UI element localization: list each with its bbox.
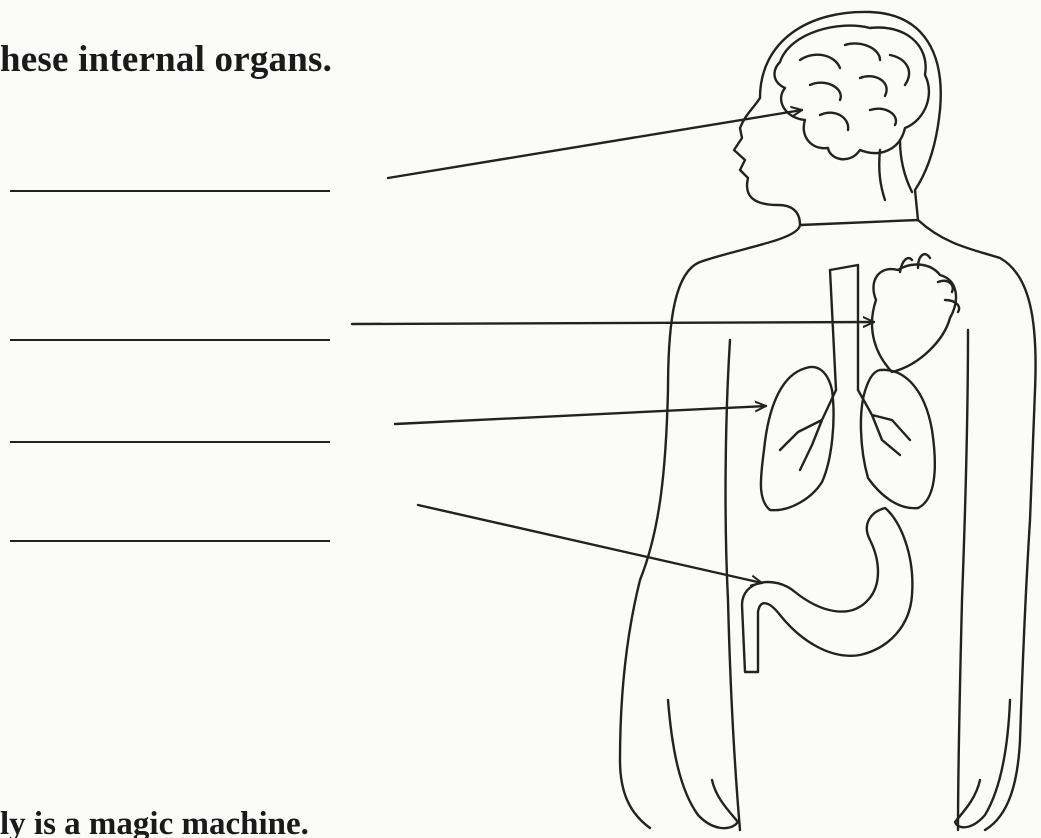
right-hand (955, 700, 1010, 827)
windpipe (830, 265, 858, 390)
arrow-stomach (418, 505, 762, 583)
footer-sentence: ly is a magic machine. (0, 806, 309, 838)
arrow-lungs (395, 406, 766, 424)
bronchi (780, 390, 910, 470)
heart-vessels (900, 254, 959, 312)
stomach (742, 508, 912, 672)
brain-outline (775, 26, 929, 160)
arrow-heart (352, 322, 874, 324)
brain-folds (800, 43, 909, 130)
brain-stem (879, 140, 912, 200)
torso-right-edge (958, 330, 968, 830)
right-lung (861, 370, 935, 508)
torso-left-edge (726, 340, 740, 830)
left-lung (761, 367, 834, 510)
body-outline (620, 12, 1036, 830)
left-hand (668, 700, 738, 828)
